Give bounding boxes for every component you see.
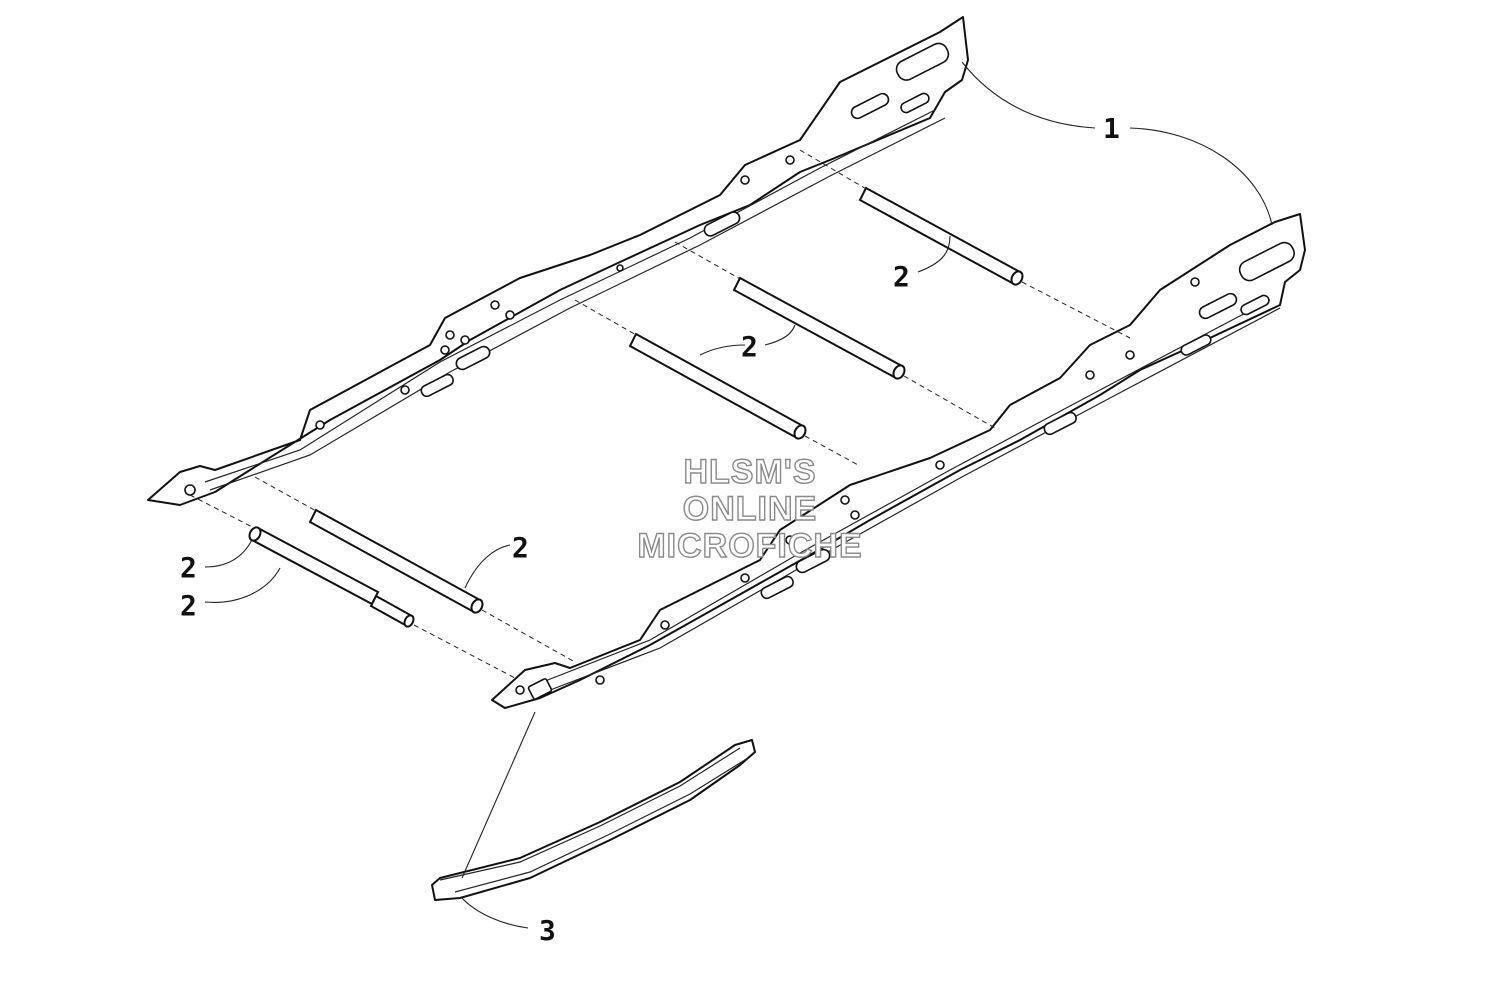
watermark-line-2: ONLINE (683, 490, 817, 528)
callout-2-front: 2 (512, 531, 529, 564)
callout-labels: 1 2 2 2 2 2 3 (180, 112, 1120, 947)
callout-2-middle: 2 (741, 330, 758, 363)
callout-3: 2 (180, 589, 197, 622)
watermark-line-1: HLSM'S (683, 453, 816, 491)
cross-shafts (189, 149, 1131, 679)
callout-4: 3 (539, 914, 556, 947)
wear-strip (431, 711, 756, 901)
left-slide-rail (147, 16, 969, 506)
watermark: HLSM'S ONLINE MICROFICHE (637, 452, 863, 565)
right-slide-rail (491, 213, 1306, 709)
callout-2-rear: 2 (893, 260, 910, 293)
callout-2-left: 2 (180, 551, 197, 584)
leader-lines (204, 61, 1273, 929)
callout-1: 1 (1103, 112, 1120, 145)
watermark-line-3: MICROFICHE (637, 527, 862, 565)
